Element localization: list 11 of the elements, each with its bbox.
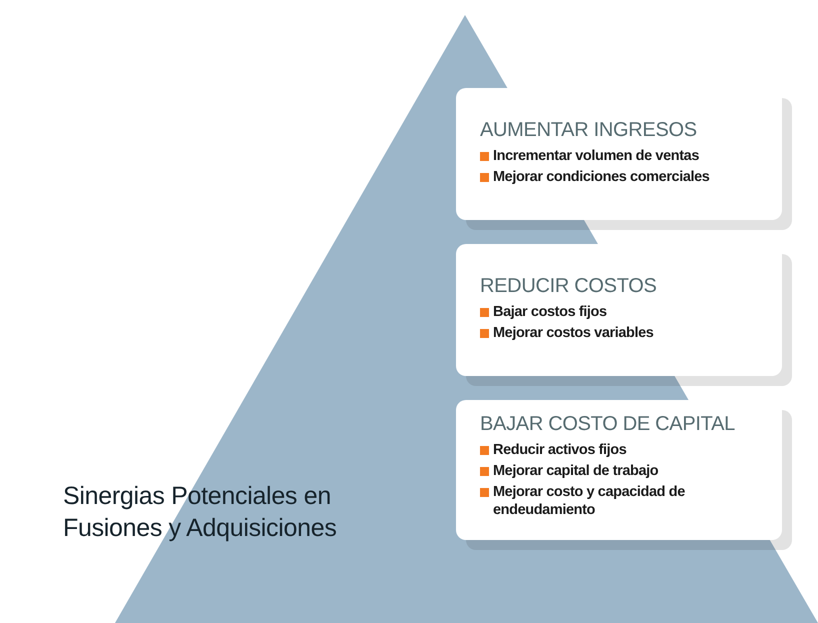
list-item-text: Mejorar costos variables [493,324,654,342]
card-heading: BAJAR COSTO DE CAPITAL [480,412,736,436]
list-item-text: Bajar costos fijos [493,303,607,321]
card-heading: AUMENTAR INGRESOS [480,118,698,142]
list-item-text: Incrementar volumen de ventas [493,147,699,165]
list-item-text: Mejorar costo y capacidad de endeudamiento [493,483,686,519]
list-item-text: Reducir activos fijos [493,441,626,459]
list-item-text: Mejorar capital de trabajo [493,462,658,480]
text-card [456,88,782,220]
list-item-text: Mejorar condiciones comerciales [493,168,710,186]
card-heading: REDUCIR COSTOS [480,274,658,298]
